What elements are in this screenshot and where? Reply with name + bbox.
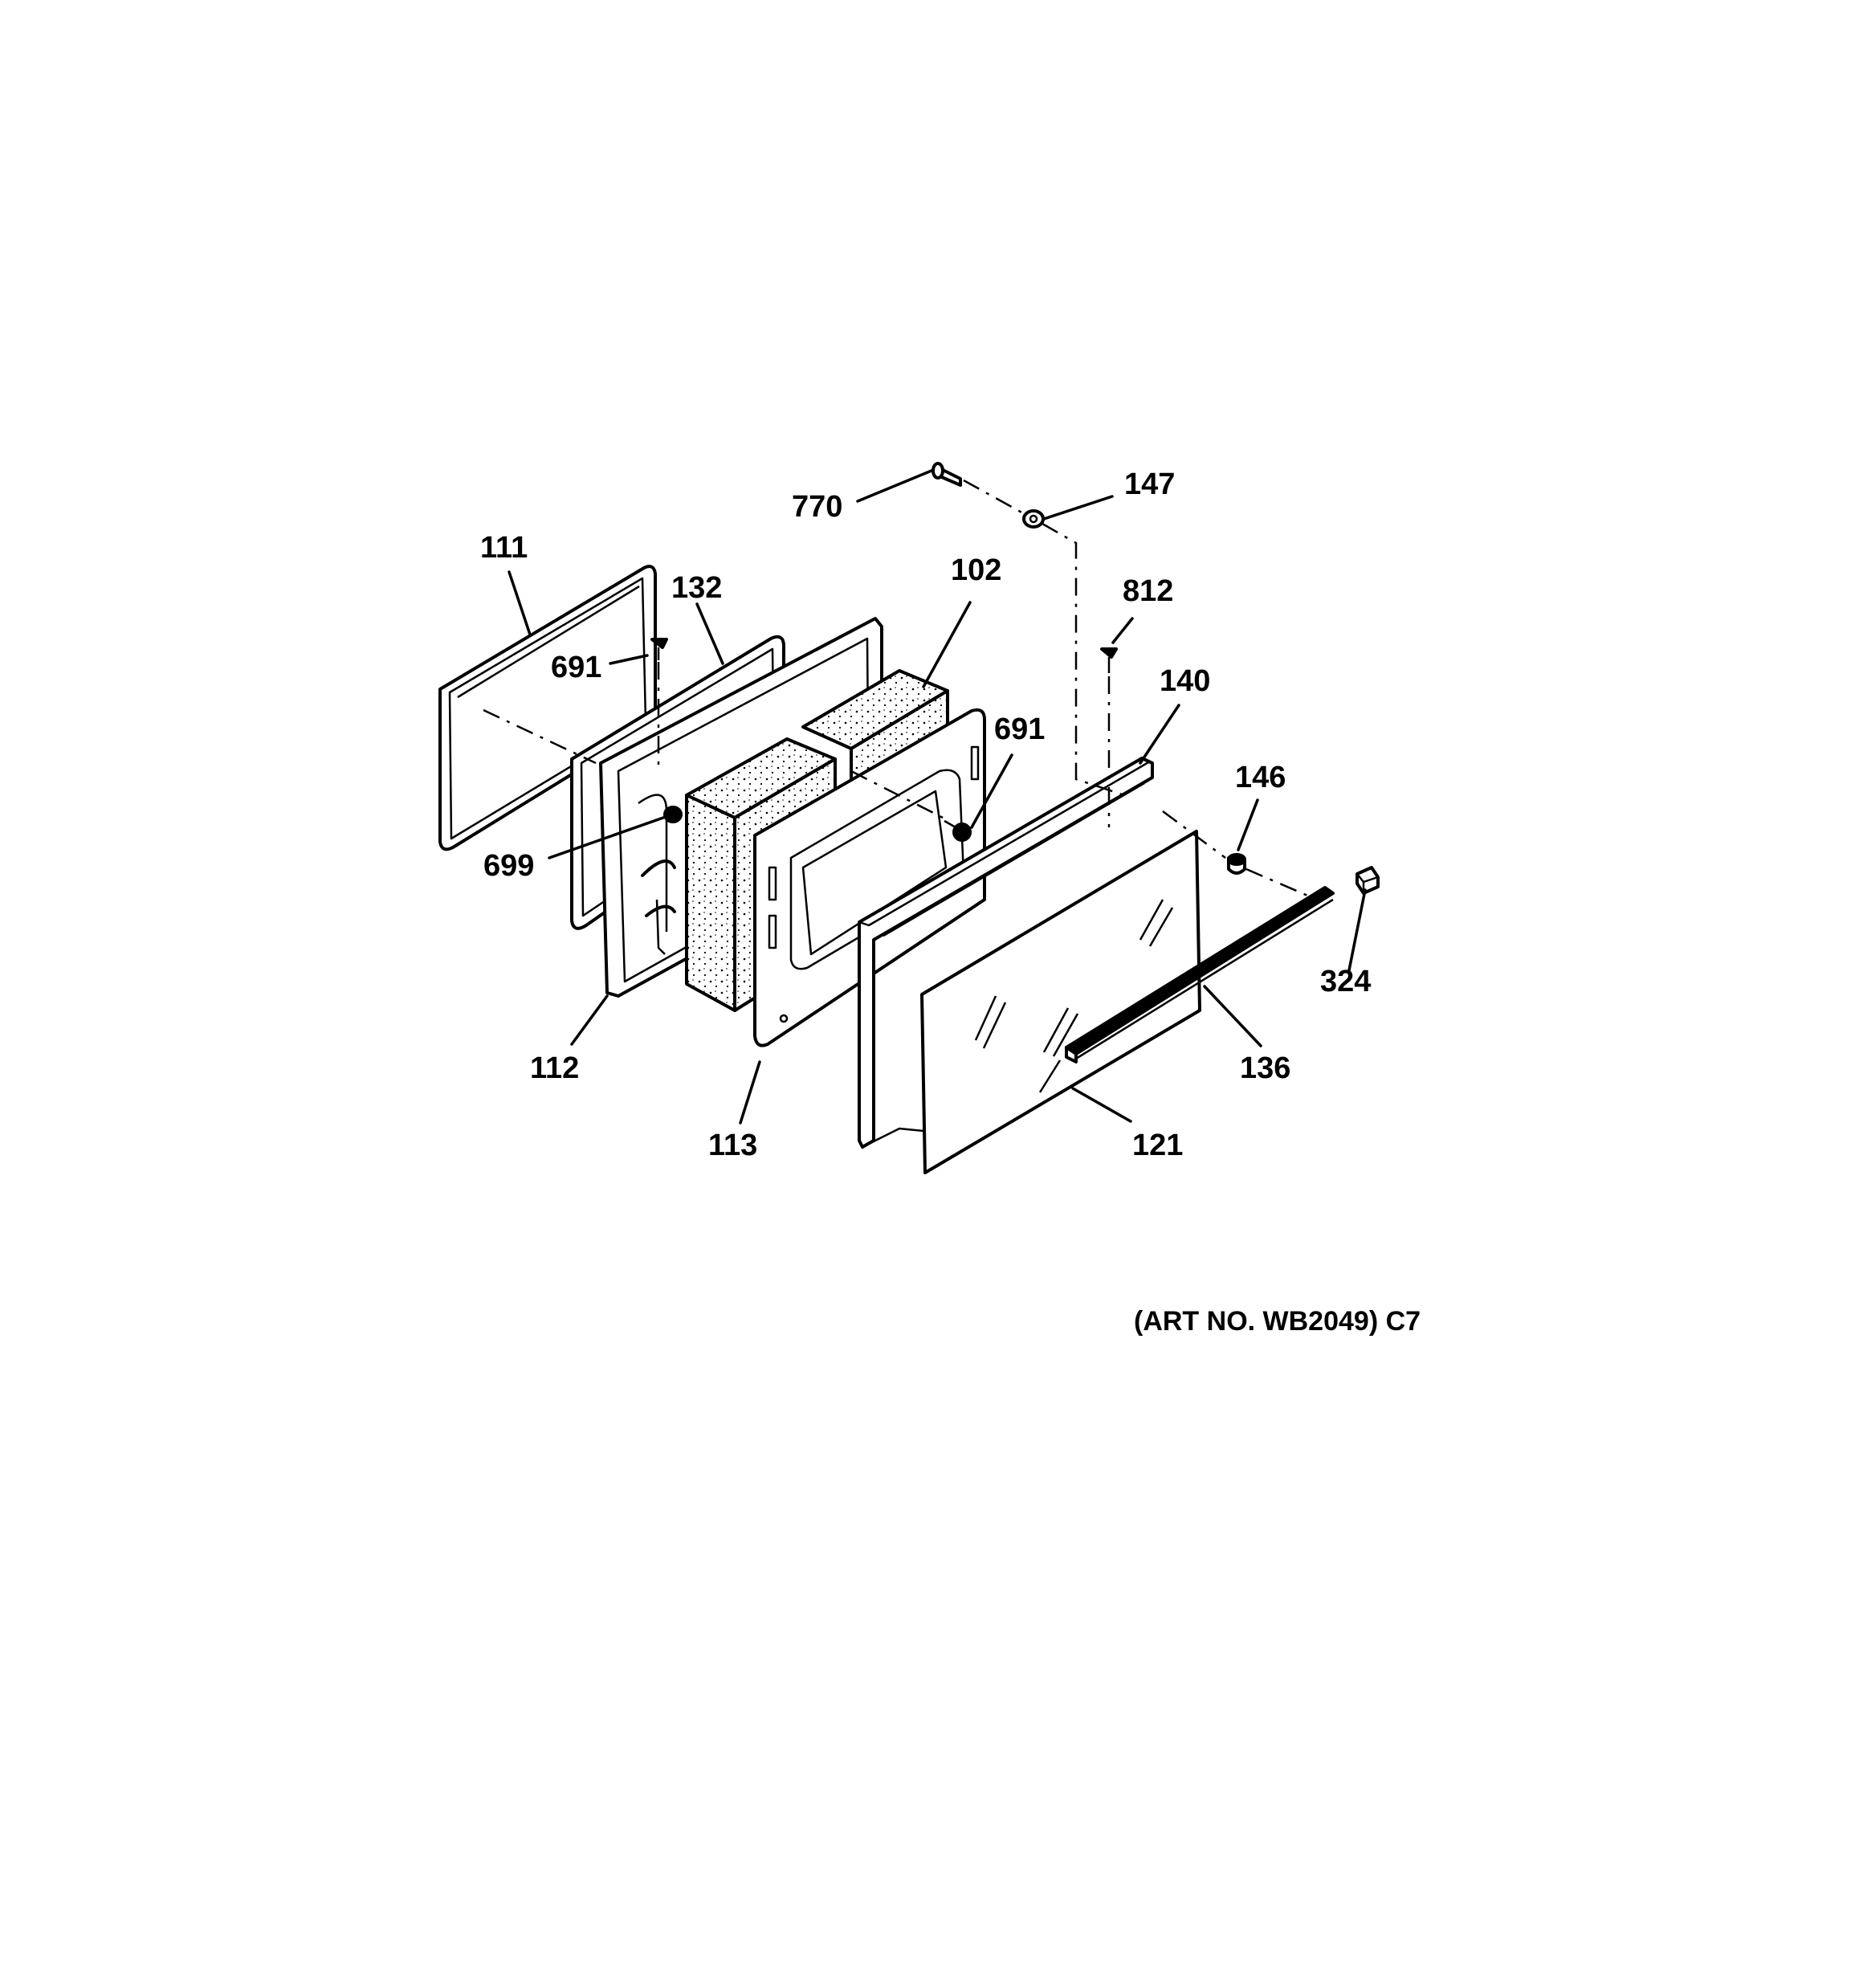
label-691-lower: 691 <box>994 712 1045 746</box>
leader-lines <box>508 469 1367 1125</box>
label-691-upper: 691 <box>551 651 601 684</box>
label-812: 812 <box>1123 574 1173 608</box>
part-691-screw-lower <box>944 819 972 842</box>
part-136-door-handle <box>1065 886 1335 1063</box>
assembly-lines <box>483 479 1318 901</box>
label-146: 146 <box>1235 761 1286 794</box>
part-324-screw <box>1355 866 1380 895</box>
label-147: 147 <box>1124 467 1175 501</box>
label-102: 102 <box>951 553 1001 587</box>
label-132: 132 <box>671 571 722 605</box>
art-number: (ART NO. WB2049) C7 <box>1134 1306 1421 1337</box>
part-770-screw <box>932 462 962 487</box>
part-140-outer-door-frame <box>858 757 1154 1149</box>
part-147-washer <box>1022 509 1045 529</box>
part-691-screw-upper <box>650 638 668 660</box>
part-121-door-glass <box>920 830 1201 1174</box>
label-112: 112 <box>530 1051 579 1085</box>
label-113: 113 <box>708 1129 757 1162</box>
part-699-clip <box>663 806 683 823</box>
label-136: 136 <box>1240 1051 1290 1085</box>
part-labels: 770 147 111 132 102 812 691 140 691 146 … <box>480 467 1371 1162</box>
part-146-bushing <box>1227 853 1246 875</box>
label-770: 770 <box>792 490 842 524</box>
label-324: 324 <box>1320 965 1371 998</box>
label-111: 111 <box>480 531 528 565</box>
label-699: 699 <box>483 849 534 883</box>
label-121: 121 <box>1132 1129 1183 1162</box>
part-812-screw <box>1100 647 1118 673</box>
label-140: 140 <box>1160 664 1210 698</box>
part-113-inner-door <box>753 708 986 1047</box>
